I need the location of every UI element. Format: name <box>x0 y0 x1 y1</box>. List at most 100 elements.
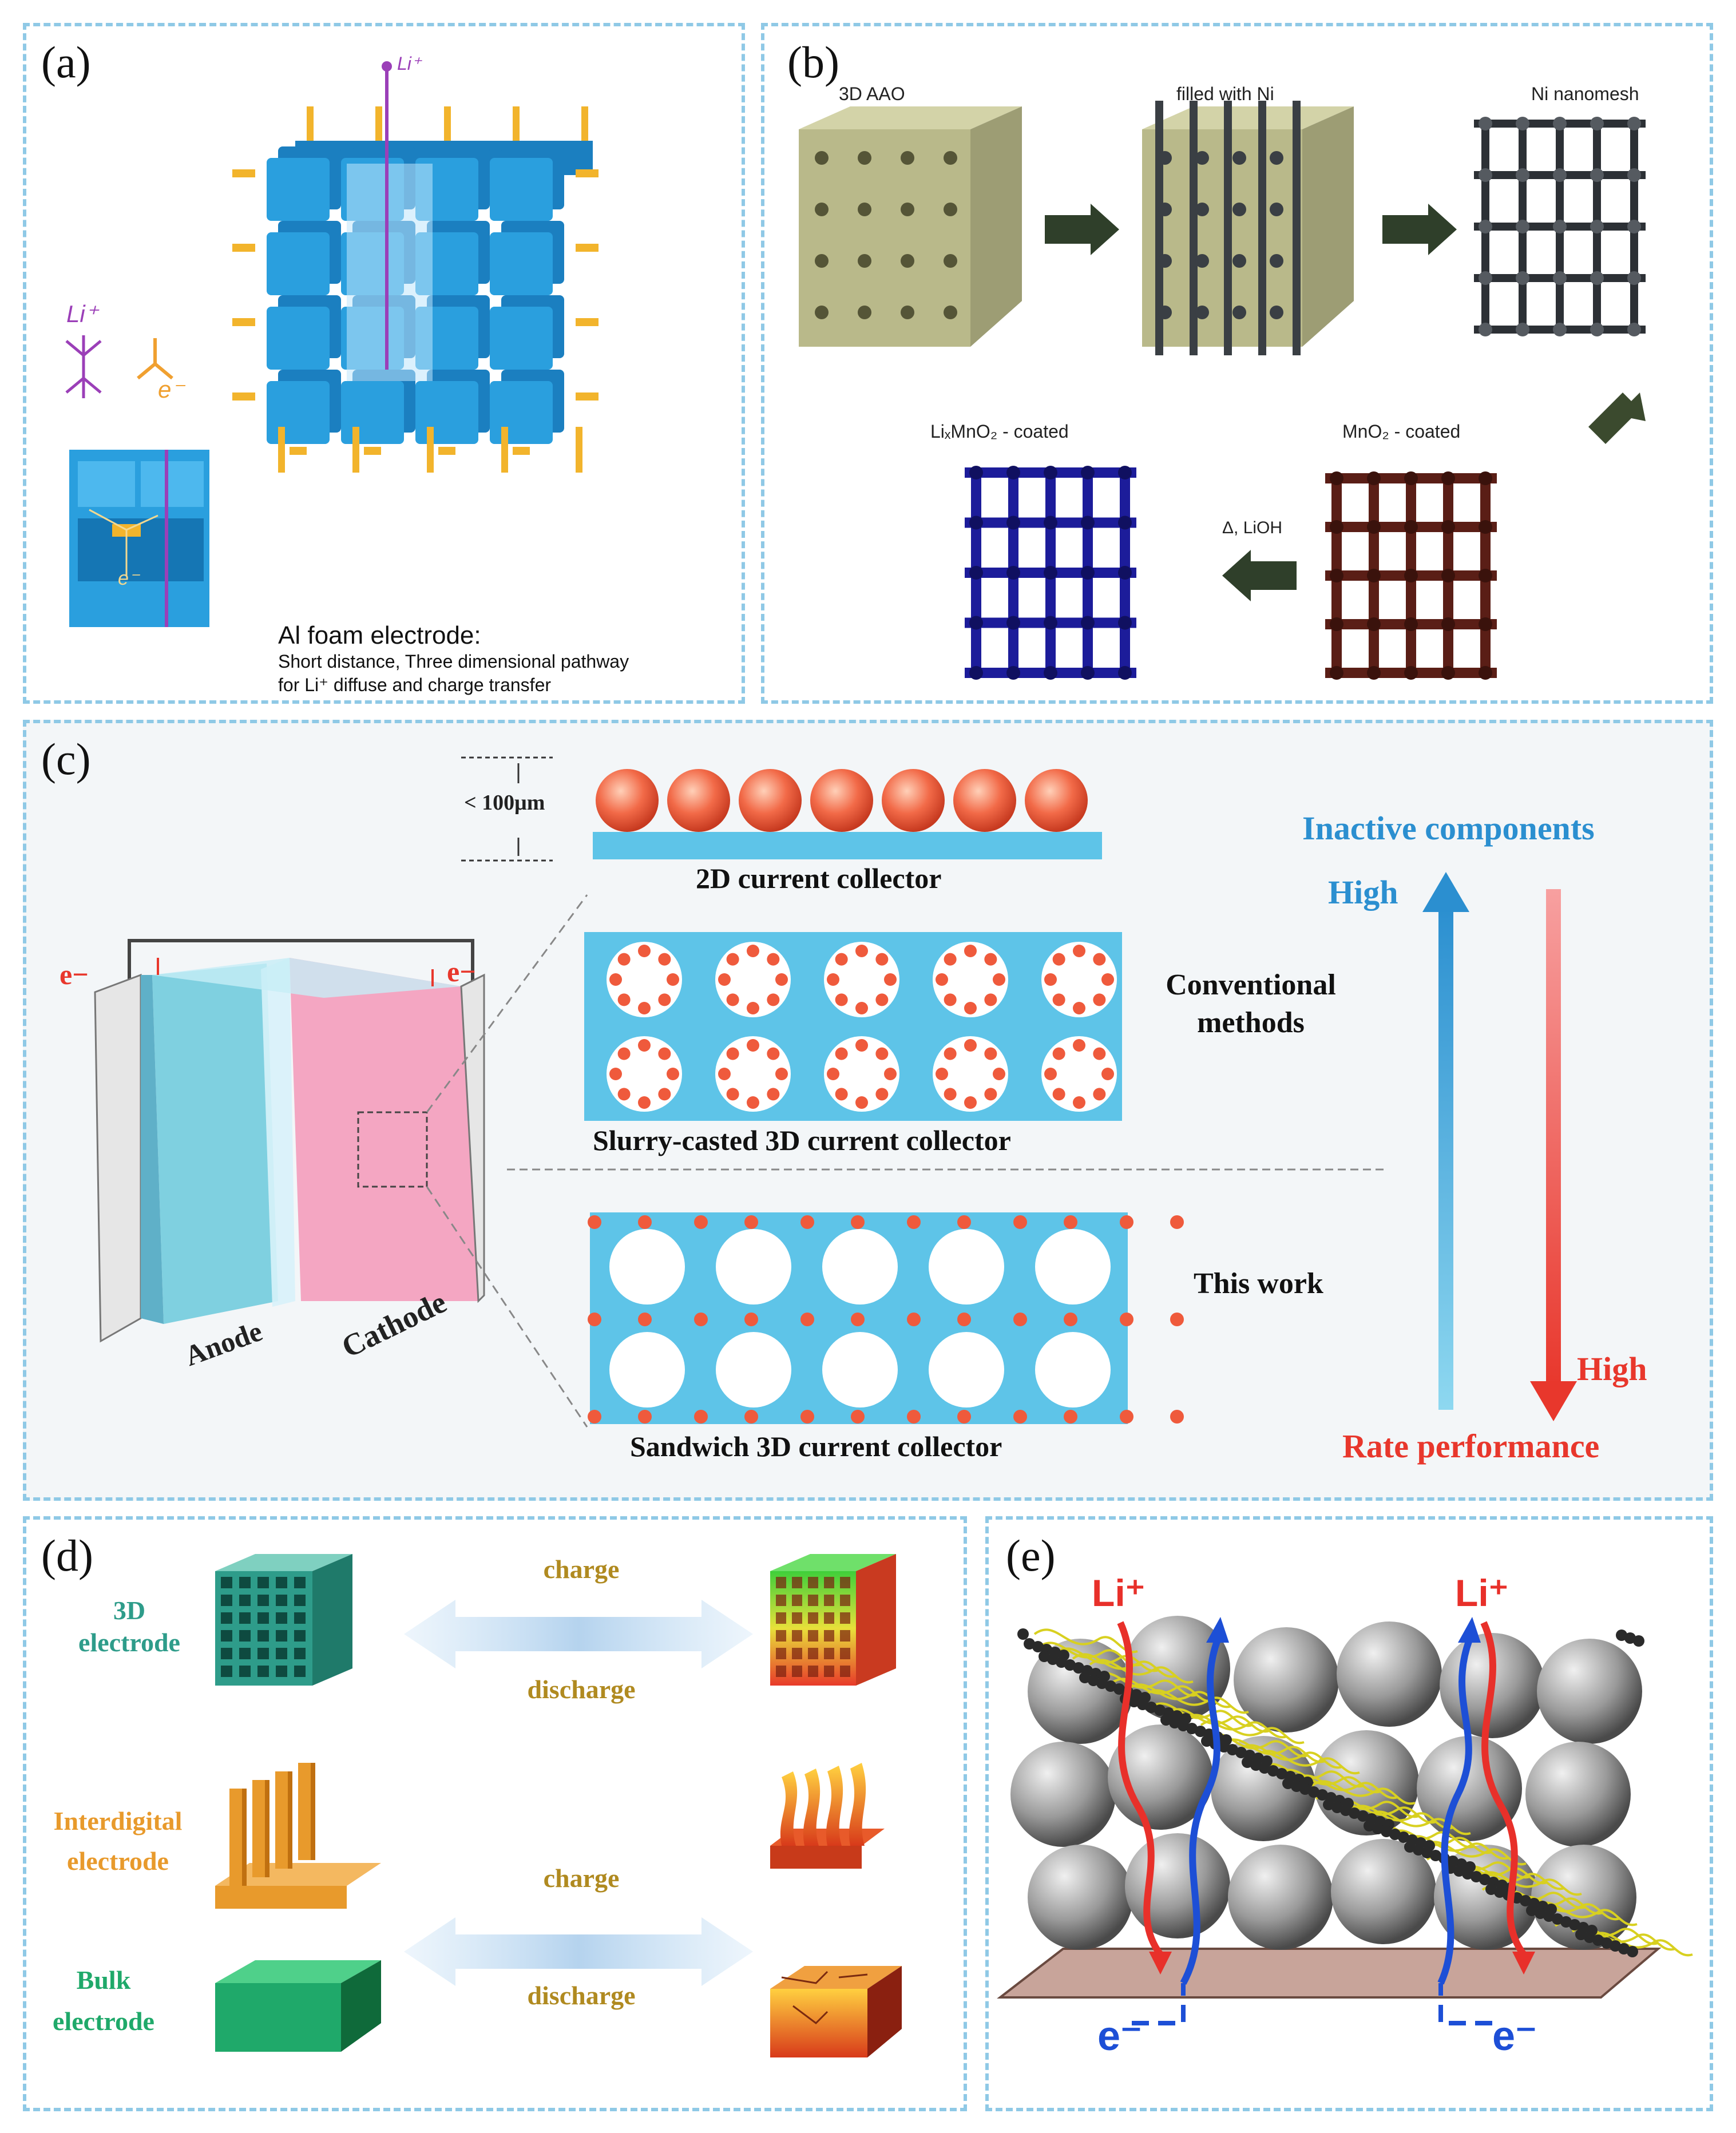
active-dot <box>827 973 839 986</box>
li-ion-left-label: Li⁺ <box>66 300 98 327</box>
active-dot <box>1052 953 1065 966</box>
thickness-marker <box>461 756 553 862</box>
mesh-node <box>1081 516 1095 530</box>
active-dot <box>1170 1313 1184 1326</box>
binder-fiber <box>1588 1932 1693 1957</box>
lattice-hole <box>792 1630 802 1642</box>
mesh-node <box>969 616 983 630</box>
active-dot <box>1120 1410 1133 1424</box>
active-dot <box>944 1088 957 1101</box>
yellow-rod <box>290 447 307 455</box>
yellow-rod <box>501 427 508 473</box>
active-dot <box>609 1068 622 1080</box>
lattice-hole <box>276 1612 287 1624</box>
rate-performance-arrow <box>1530 889 1577 1421</box>
carbon-dot <box>1575 1929 1587 1940</box>
discharge-bottom-label: discharge <box>527 1981 636 2010</box>
binder-fiber <box>1255 1750 1360 1775</box>
active-dot <box>1052 1047 1065 1060</box>
active-dot <box>851 1215 865 1229</box>
mesh-node <box>1367 520 1381 534</box>
pore <box>815 254 829 268</box>
mesh-node <box>1006 616 1020 630</box>
lattice-hole <box>239 1648 251 1659</box>
lattice-hole <box>257 1648 269 1659</box>
aao-cube <box>799 106 1022 347</box>
pore <box>815 203 829 216</box>
active-dot <box>875 993 889 1006</box>
lattice-hole <box>776 1666 786 1677</box>
limno2-coated-mesh <box>965 466 1136 680</box>
mesh-node <box>969 466 983 479</box>
ni-rod-end <box>1270 306 1283 319</box>
ni-rod-end <box>1232 254 1246 268</box>
pore <box>609 1332 685 1408</box>
ni-rod-end <box>1158 151 1172 165</box>
inactive-components-label: Inactive components <box>1302 810 1595 847</box>
pore <box>822 1229 898 1305</box>
substrate-plate <box>997 1948 1662 1999</box>
active-dot <box>617 953 631 966</box>
mesh-node <box>1479 569 1492 582</box>
active-dot <box>936 973 948 986</box>
mesh-node <box>1367 471 1381 485</box>
electron-right-label: e− <box>447 956 476 988</box>
binder-fiber <box>1144 1689 1249 1714</box>
active-dot <box>851 1313 865 1326</box>
active-dot <box>1013 1313 1027 1326</box>
active-dot <box>1120 1313 1133 1326</box>
mesh-node <box>1441 666 1455 680</box>
electron-right-label: e⁻ <box>1492 2013 1537 2059</box>
carbon-dot <box>1404 1841 1416 1853</box>
yellow-rod <box>576 318 599 326</box>
active-dot <box>638 1002 651 1014</box>
electrode-architectures <box>215 1554 902 2057</box>
lattice-hole <box>840 1630 850 1642</box>
pore <box>901 203 914 216</box>
mesh-node <box>1081 466 1095 479</box>
mesh-node <box>1441 617 1455 631</box>
active-dot <box>1073 1096 1085 1109</box>
mesh-node <box>1516 271 1529 285</box>
yellow-rod <box>352 427 359 473</box>
mesh-node <box>1330 617 1343 631</box>
binder-fiber <box>1093 1672 1198 1697</box>
active-dot <box>638 1096 651 1109</box>
ni-rod-end <box>1158 254 1172 268</box>
mesh-node <box>1516 168 1529 182</box>
active-dot <box>1093 953 1106 966</box>
binder-fiber <box>1516 1896 1620 1921</box>
al-foam-caption-line1: Short distance, Three dimensional pathwa… <box>278 651 629 672</box>
active-dot <box>726 993 739 1006</box>
ni-rod-end <box>1158 306 1172 319</box>
active-sphere <box>810 769 873 832</box>
mesh-node <box>1516 323 1529 336</box>
panel-a: (a) <box>23 23 745 704</box>
active-dot <box>1044 1068 1057 1080</box>
discharge-top-label: discharge <box>527 1675 636 1704</box>
mesh-node <box>1367 617 1381 631</box>
pore <box>944 203 957 216</box>
mesh-node <box>1553 117 1567 130</box>
pore <box>901 151 914 165</box>
active-dot <box>658 1088 671 1101</box>
mesh-node <box>1044 516 1057 530</box>
yellow-rod <box>364 447 381 455</box>
process-arrow-1 <box>1045 204 1119 255</box>
active-dot <box>907 1410 921 1424</box>
lattice-hole <box>808 1666 818 1677</box>
mesh-node <box>969 566 983 580</box>
binder-fiber <box>1033 1628 1138 1654</box>
charge-top-label: charge <box>543 1555 620 1584</box>
heatmap-lattice <box>770 1554 896 1686</box>
mesh-node <box>1516 117 1529 130</box>
mesh-node <box>1044 466 1057 479</box>
active-dot <box>875 1047 889 1060</box>
rate-performance-label: Rate performance <box>1342 1428 1600 1465</box>
blue-block <box>267 307 330 370</box>
mesh-node <box>1553 271 1567 285</box>
mesh-node <box>1330 471 1343 485</box>
lattice-hole <box>294 1595 306 1606</box>
li-ion-left-label: Li⁺ <box>1092 1572 1146 1614</box>
active-particle <box>1537 1639 1642 1744</box>
